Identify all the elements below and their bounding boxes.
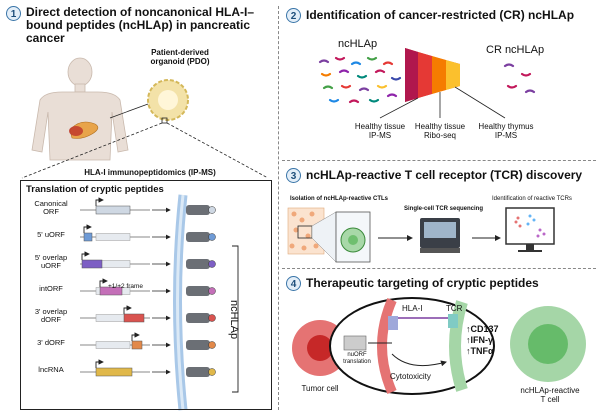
presented-peptide xyxy=(208,341,216,349)
orf-block-2 xyxy=(81,259,103,269)
nchlap-input-label: ncHLAp xyxy=(338,38,378,50)
cytotoxicity-label: Cytotoxicity xyxy=(390,372,431,381)
orf-label-1: 5' uORF xyxy=(37,230,65,239)
panel-3-title: ncHLAp-reactive T cell receptor (TCR) di… xyxy=(306,168,583,182)
hla-molecule xyxy=(186,232,210,242)
panel-1-title: Direct detection of noncanonical HLA-I– … xyxy=(26,6,276,45)
hla-molecule xyxy=(186,259,210,269)
filter-healthy-tissue-riboseq: Healthy tissue Ribo-seq xyxy=(414,122,466,140)
nchlap-vertical-label: ncHLAp xyxy=(228,300,240,340)
sequencer-graphic xyxy=(420,218,460,253)
filter-healthy-tissue-ipms: Healthy tissue IP-MS xyxy=(354,122,406,140)
panel-2-number: 2 xyxy=(286,8,301,23)
panel-4-number: 4 xyxy=(286,276,301,291)
panel-1-number: 1 xyxy=(6,6,21,21)
monitor-graphic xyxy=(505,207,555,252)
presented-peptide xyxy=(208,287,216,295)
step-sequencing: Single-cell TCR sequencing xyxy=(404,206,484,212)
tcell-graphic xyxy=(510,306,586,382)
orf-label-5: 3' dORF xyxy=(37,338,65,347)
hla-molecule xyxy=(186,313,210,323)
start-arrow xyxy=(131,332,140,341)
panel-1-title-line2: bound peptides (ncHLAp) in pancreatic xyxy=(26,18,251,32)
orf-block-5 xyxy=(131,340,143,350)
pancreas-organ xyxy=(69,121,99,139)
panel-1-title-line3: cancer xyxy=(26,31,65,45)
pdo-label: Patient-derived organoid (PDO) xyxy=(150,48,210,66)
orf-block-1 xyxy=(83,232,93,242)
start-arrow xyxy=(95,197,104,206)
human-silhouette xyxy=(31,57,129,161)
presented-peptide xyxy=(208,233,216,241)
cell-membrane xyxy=(173,194,188,411)
start-arrow xyxy=(123,305,132,314)
ipms-label: HLA-I immunopeptidomics (IP-MS) xyxy=(84,168,216,177)
cryptic-box-title: Translation of cryptic peptides xyxy=(26,184,164,195)
orf-block-0 xyxy=(95,205,131,215)
step-identification: Identification of reactive TCRs xyxy=(492,196,572,202)
peptides-input xyxy=(318,56,402,104)
orf-diagrams xyxy=(80,197,216,377)
start-arrow xyxy=(95,359,104,368)
panel-3-number: 3 xyxy=(286,168,301,183)
canonical-orf-block xyxy=(95,233,131,241)
panel-2-title: Identification of cancer-restricted (CR)… xyxy=(306,8,575,22)
funnel xyxy=(379,48,506,119)
hla-molecule xyxy=(186,340,210,350)
peptides-output xyxy=(503,63,536,94)
organoid-pdo xyxy=(147,79,189,121)
hla-molecule xyxy=(186,286,210,296)
presented-peptide xyxy=(208,314,216,322)
tcr-label: TCR xyxy=(446,304,463,313)
panel-divider-vertical xyxy=(278,6,279,410)
activation-markers: ↑CD137 ↑IFN-γ ↑TNFα xyxy=(466,324,499,356)
hla-label: HLA-I xyxy=(402,304,423,313)
cryptic-peptides-box xyxy=(20,180,272,410)
cr-nchlap-label: CR ncHLAp xyxy=(486,44,545,56)
tcell-label: ncHLAp-reactive T cell xyxy=(520,386,580,404)
start-arrow xyxy=(83,224,92,233)
orf-block-6 xyxy=(95,367,133,377)
panel-divider-3-4 xyxy=(282,268,596,269)
presented-peptide xyxy=(208,260,216,268)
synapse-ellipse xyxy=(329,297,495,395)
orf-label-3: intORF xyxy=(39,284,63,293)
orf-block-4 xyxy=(123,313,145,323)
orf-block-3 xyxy=(99,286,123,296)
orf-label-6: lncRNA xyxy=(38,365,64,374)
canonical-orf-block xyxy=(95,341,131,349)
ctl-isolation-graphic xyxy=(287,207,371,263)
presented-peptide xyxy=(208,206,216,214)
hla-molecule xyxy=(186,367,210,377)
nuorf-label: nuORF translation xyxy=(343,352,371,365)
panel-1-title-line1: Direct detection of noncanonical HLA-I– xyxy=(26,5,255,19)
hla-molecule xyxy=(186,205,210,215)
presented-peptide xyxy=(208,368,216,376)
start-arrow xyxy=(81,251,90,260)
frame-label: +1/+2 frame xyxy=(108,283,144,290)
tumor-cell-label: Tumor cell xyxy=(301,384,339,393)
filter-healthy-thymus-ipms: Healthy thymus IP-MS xyxy=(478,122,534,140)
panel-divider-2-3 xyxy=(282,160,596,161)
step-isolation: Isolation of ncHLAp-reactive CTLs xyxy=(290,196,389,202)
panel-4-title: Therapeutic targeting of cryptic peptide… xyxy=(306,276,539,290)
start-arrow xyxy=(99,278,108,287)
